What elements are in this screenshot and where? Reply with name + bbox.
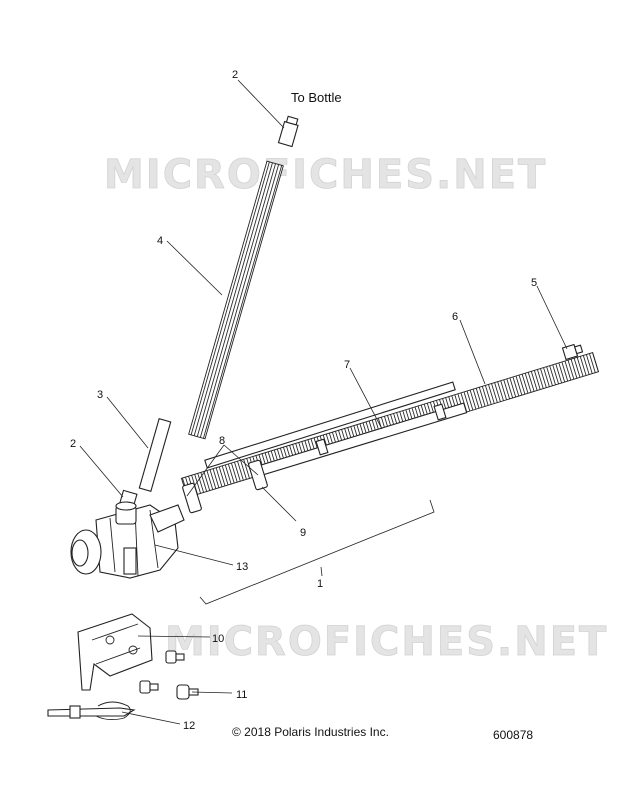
main-hose-assembly xyxy=(180,343,600,514)
copyright-text: © 2018 Polaris Industries Inc. xyxy=(232,725,389,739)
callout-9: 9 xyxy=(300,527,306,539)
callout-2-bottom: 2 xyxy=(70,438,76,450)
callout-5: 5 xyxy=(531,277,537,289)
callout-12: 12 xyxy=(183,720,195,732)
to-bottle-note: To Bottle xyxy=(291,90,342,105)
callout-13: 13 xyxy=(236,561,248,573)
callout-2-top: 2 xyxy=(232,69,238,81)
callout-4: 4 xyxy=(157,235,163,247)
mounting-bracket xyxy=(77,613,153,691)
callout-7: 7 xyxy=(344,359,350,371)
figure-number: 600878 xyxy=(493,728,533,742)
pump-assembly xyxy=(70,501,185,579)
callout-3: 3 xyxy=(97,389,103,401)
cable-tie xyxy=(47,701,136,721)
callout-8: 8 xyxy=(219,435,225,447)
callout-10: 10 xyxy=(212,633,224,645)
fasteners xyxy=(139,650,199,700)
callout-6: 6 xyxy=(452,311,458,323)
watermark-top: MICROFICHES.NET xyxy=(104,152,547,198)
callout-1: 1 xyxy=(317,578,323,590)
callout-11: 11 xyxy=(236,689,247,701)
watermark-bottom: MICROFICHES.NET xyxy=(165,619,608,665)
leader-lines xyxy=(79,79,568,725)
bottle-hose-assembly xyxy=(118,115,299,509)
